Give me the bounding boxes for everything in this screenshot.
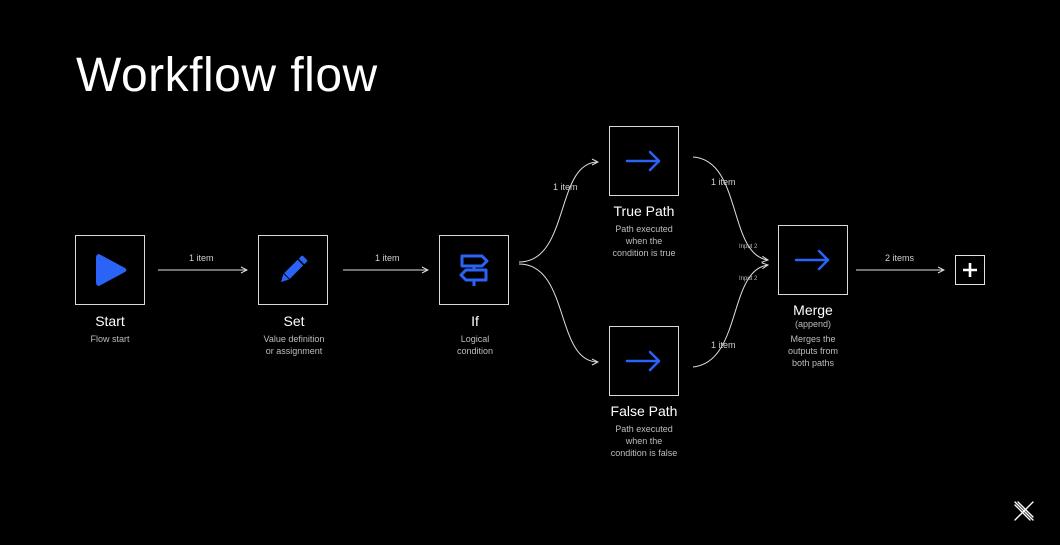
- merge-port-label-bottom: Input 2: [739, 276, 758, 282]
- plus-icon: [963, 263, 977, 277]
- edge-if-false: [518, 263, 598, 362]
- node-true-path-sub: Path executed when the condition is true: [612, 224, 676, 258]
- pencil-icon: [280, 255, 308, 283]
- edge-if-true: [518, 162, 598, 263]
- node-merge-sub: Merges the outputs from both paths: [787, 334, 839, 368]
- edge-label-false-merge: 1 item: [711, 340, 736, 350]
- node-if[interactable]: [439, 235, 509, 305]
- node-start-sub: Flow start: [90, 334, 130, 344]
- node-merge[interactable]: [778, 225, 848, 295]
- edge-label-if-true: 1 item: [553, 182, 578, 192]
- node-merge-label: Merge: [793, 302, 833, 318]
- edge-label-start-set: 1 item: [189, 253, 214, 263]
- edge-label-set-if: 1 item: [375, 253, 400, 263]
- x-logo-icon: [1014, 501, 1034, 521]
- node-true-path[interactable]: [609, 126, 679, 196]
- arrow-right-icon: [625, 150, 661, 172]
- play-icon: [96, 254, 127, 286]
- arrow-right-icon: [794, 249, 830, 271]
- node-start[interactable]: [75, 235, 145, 305]
- node-if-sub: Logical condition: [456, 334, 494, 356]
- node-if-label: If: [471, 313, 479, 329]
- edge-label-merge-out: 2 items: [885, 253, 915, 263]
- edge-label-true-merge: 1 item: [711, 177, 736, 187]
- node-merge-mode: (append): [794, 319, 832, 329]
- node-set-sub: Value definition or assignment: [263, 334, 325, 356]
- add-node-button[interactable]: [955, 255, 985, 285]
- node-set-label: Set: [283, 313, 305, 329]
- merge-port-label-top: Input 2: [739, 244, 758, 250]
- edge-false-merge: [692, 265, 768, 368]
- arrow-right-icon: [625, 350, 661, 372]
- node-start-label: Start: [95, 313, 125, 329]
- node-false-path[interactable]: [609, 326, 679, 396]
- node-true-path-label: True Path: [613, 203, 675, 219]
- page-title: Workflow flow: [76, 49, 378, 102]
- edge-true-merge: [692, 156, 768, 260]
- node-false-path-sub: Path executed when the condition is fals…: [610, 424, 678, 458]
- signpost-icon: [459, 254, 489, 286]
- node-false-path-label: False Path: [610, 403, 678, 419]
- node-set[interactable]: [258, 235, 328, 305]
